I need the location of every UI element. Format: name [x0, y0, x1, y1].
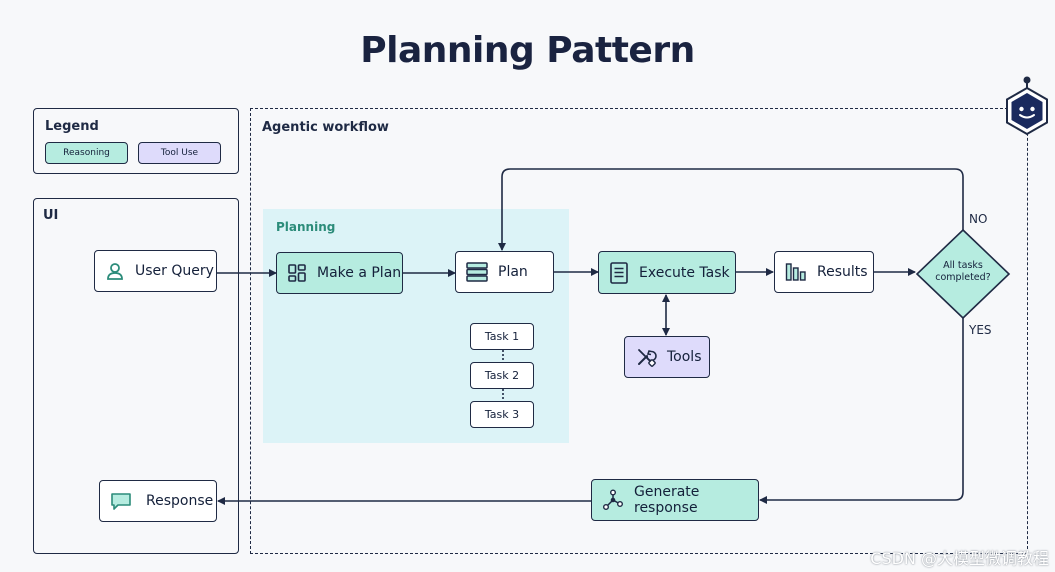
tools-node: Tools [624, 336, 710, 378]
legend-reasoning: Reasoning [45, 142, 128, 164]
robot-badge-icon [1006, 76, 1048, 136]
make-plan-label: Make a Plan [317, 265, 402, 281]
decision-diamond [915, 228, 1011, 320]
user-icon [107, 263, 123, 280]
response-node: Response [99, 480, 217, 522]
wrench-screwdriver-icon [638, 349, 657, 367]
user-query-node: User Query [94, 250, 217, 292]
make-plan-node: Make a Plan [276, 252, 403, 294]
execute-task-node: Execute Task [598, 251, 736, 294]
legend-title: Legend [45, 119, 99, 134]
generate-response-node: Generate response [591, 479, 759, 521]
arrow-no-loop [498, 168, 964, 251]
results-node: Results [774, 251, 874, 293]
branch-no-label: NO [969, 212, 988, 226]
task-item: Task 2 [470, 362, 534, 389]
planning-title: Planning [276, 220, 336, 234]
tools-label: Tools [667, 349, 702, 365]
execute-task-label: Execute Task [639, 264, 730, 281]
legend-tool-use: Tool Use [138, 142, 221, 164]
legend-panel: Legend Reasoning Tool Use [33, 108, 239, 174]
agentic-workflow-title: Agentic workflow [262, 120, 389, 135]
watermark: CSDN @大模型微调教程 [870, 549, 1049, 568]
stack-icon [466, 262, 488, 282]
page-title: Planning Pattern [360, 30, 695, 71]
branch-yes-label: YES [969, 323, 992, 337]
generate-response-label: Generate response [634, 484, 700, 516]
user-query-label: User Query [135, 263, 214, 279]
dashboard-icon [288, 264, 306, 282]
decision-text: All tasks completed? [915, 260, 1011, 284]
bar-chart-icon [785, 263, 806, 281]
chat-bubble-icon [111, 493, 131, 510]
arrow-yes-to-generate [759, 318, 964, 504]
document-icon [610, 261, 628, 284]
decision-line-1: All tasks [943, 260, 983, 271]
response-label: Response [146, 493, 214, 509]
results-label: Results [817, 264, 868, 280]
agentic-workflow-container [250, 108, 1028, 554]
ui-panel-title: UI [43, 208, 59, 223]
network-icon [603, 489, 623, 510]
plan-node: Plan [455, 251, 554, 293]
decision-line-2: completed? [935, 272, 991, 283]
task-item: Task 3 [470, 401, 534, 428]
plan-label: Plan [498, 264, 528, 280]
task-item: Task 1 [470, 323, 534, 350]
